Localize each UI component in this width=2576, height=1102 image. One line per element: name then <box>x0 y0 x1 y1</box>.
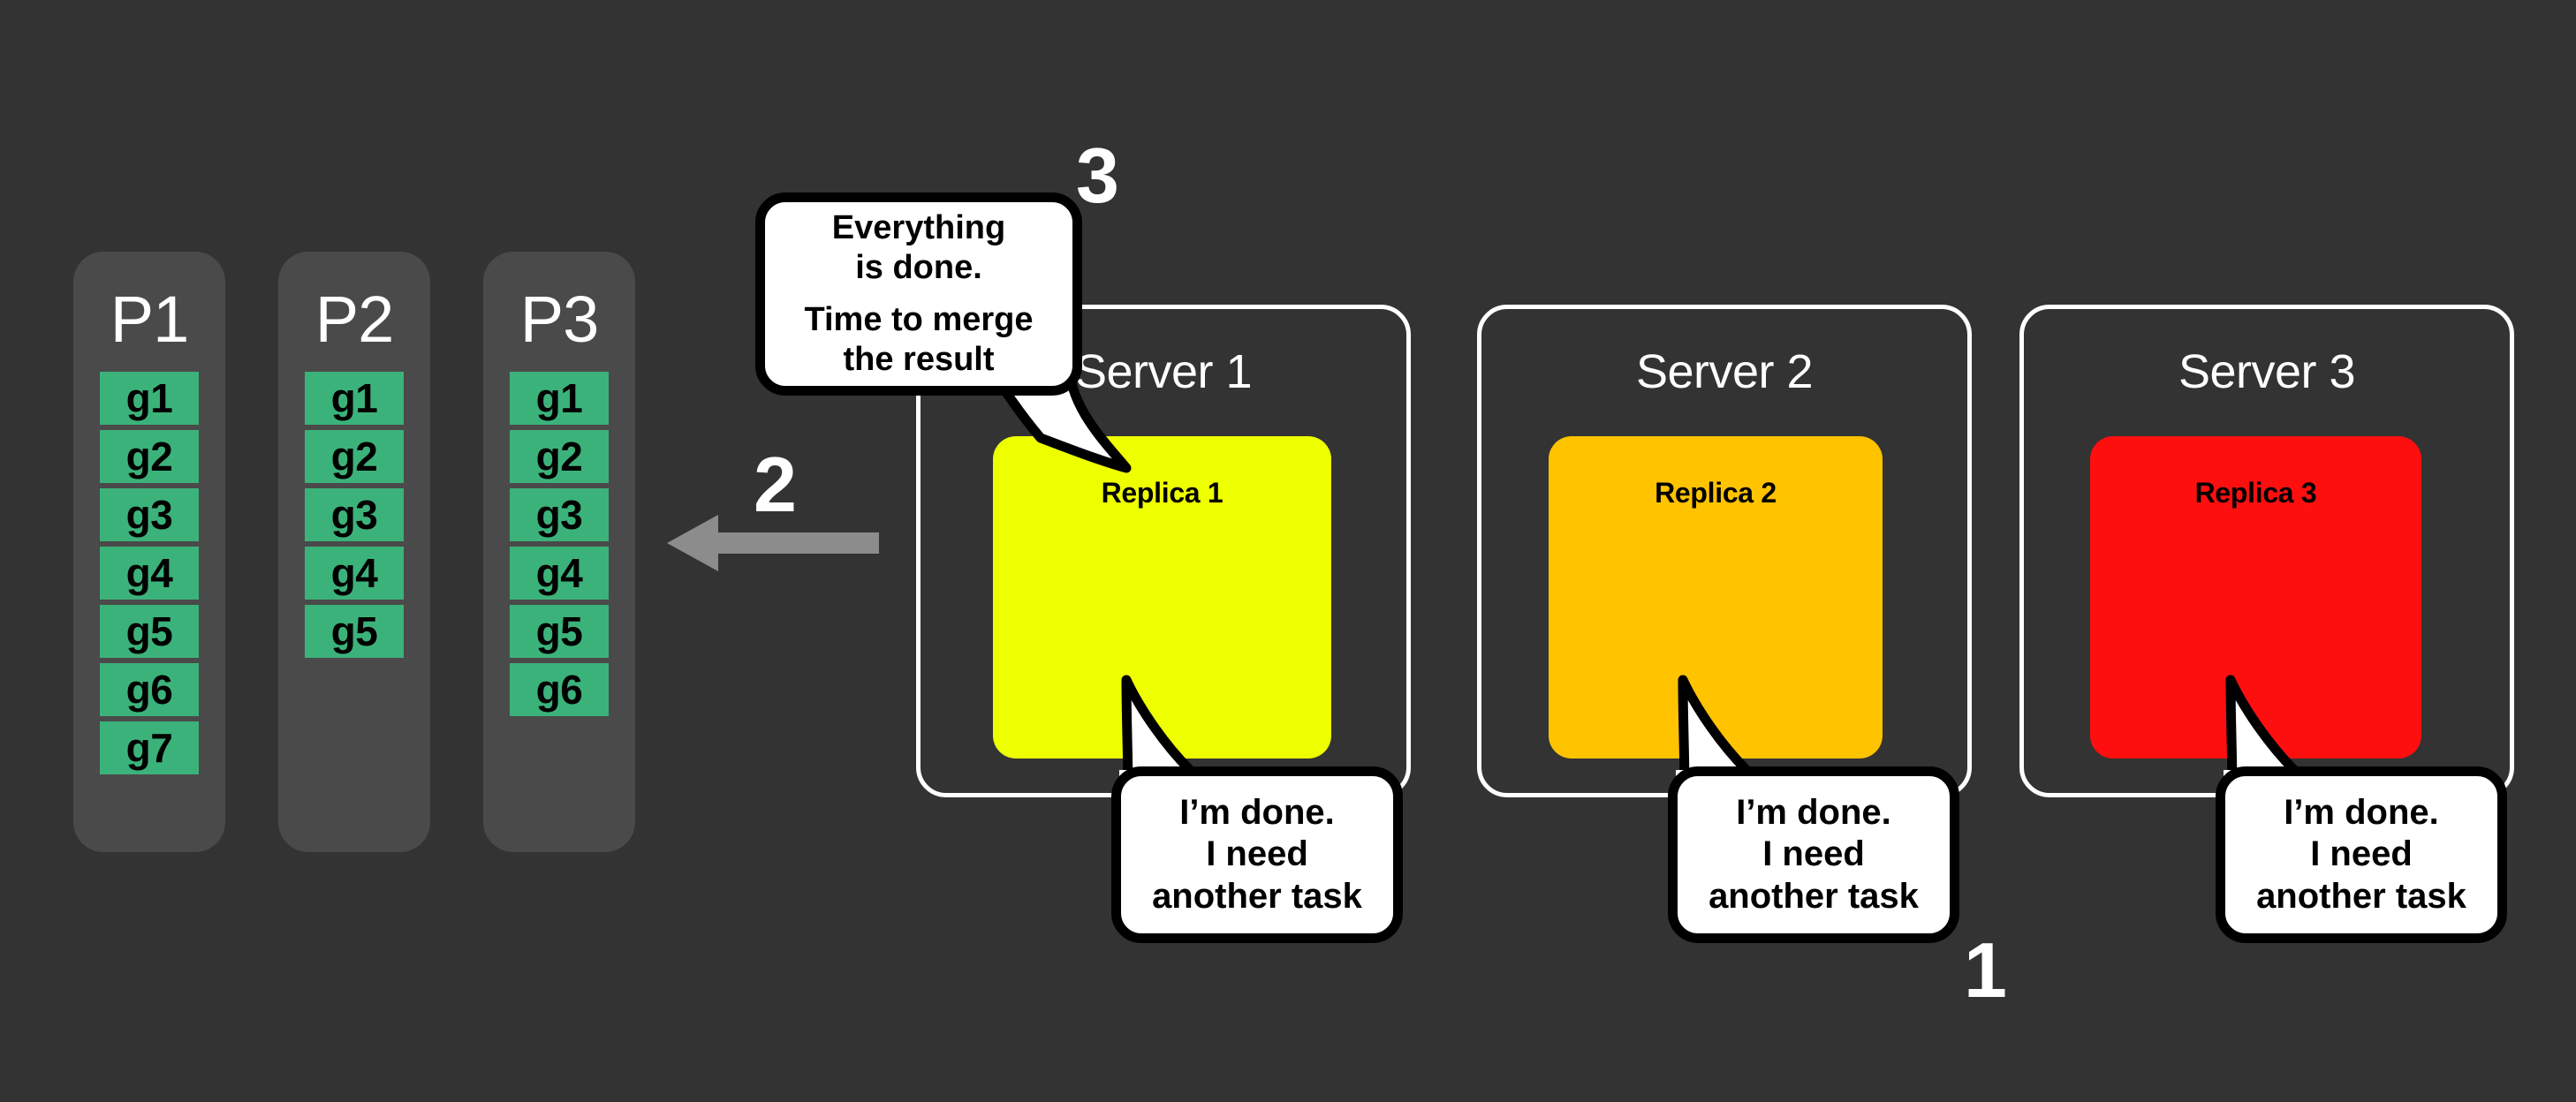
partition-title: P3 <box>519 283 600 356</box>
chunk-block: g3 <box>510 488 609 541</box>
done-bubble-line-3: another task <box>2256 876 2466 916</box>
chunk-block: g4 <box>100 547 199 600</box>
partition-title: P2 <box>314 283 395 356</box>
chunk-block: g5 <box>510 605 609 658</box>
chunk-block: g7 <box>100 721 199 774</box>
chunk-block: g4 <box>305 547 404 600</box>
chunk-block: g6 <box>510 663 609 716</box>
chunk-list: g1 g2 g3 g4 g5 g6 g7 <box>73 372 225 774</box>
chunk-block: g1 <box>510 372 609 425</box>
merge-bubble-line-3: Time to merge <box>804 301 1034 338</box>
done-bubble-line-3: another task <box>1708 876 1919 916</box>
partition-column-p3: P3 g1 g2 g3 g4 g5 g6 <box>483 252 635 852</box>
chunk-block: g2 <box>305 430 404 483</box>
done-bubble-line-2: I need <box>1206 834 1308 874</box>
replica-box-3: Replica 3 <box>2090 436 2421 759</box>
replica-label: Replica 3 <box>2194 477 2317 509</box>
server-title: Server 3 <box>2178 345 2356 398</box>
replica-box-2: Replica 2 <box>1549 436 1883 759</box>
chunk-block: g6 <box>100 663 199 716</box>
replica-label: Replica 1 <box>1101 477 1224 509</box>
step-number-3: 3 <box>1076 132 1119 219</box>
done-bubble-line-3: another task <box>1152 876 1362 916</box>
chunk-block: g5 <box>305 605 404 658</box>
chunk-block: g2 <box>510 430 609 483</box>
merge-bubble-line-4: the result <box>843 340 995 378</box>
done-bubble-line-2: I need <box>2310 834 2413 874</box>
done-bubble-3: I’m done. I need another task <box>2216 766 2507 943</box>
partition-column-p1: P1 g1 g2 g3 g4 g5 g6 g7 <box>73 252 225 852</box>
done-bubble-line-1: I’m done. <box>2284 793 2439 833</box>
chunk-block: g4 <box>510 547 609 600</box>
server-title: Server 2 <box>1635 345 1814 398</box>
chunk-block: g2 <box>100 430 199 483</box>
merge-arrow <box>667 508 879 578</box>
done-bubble-line-1: I’m done. <box>1736 793 1891 833</box>
merge-bubble-line-1: Everything <box>831 209 1006 247</box>
merge-bubble-line-2: is done. <box>855 249 982 287</box>
done-bubble-2: I’m done. I need another task <box>1668 766 1959 943</box>
partition-column-p2: P2 g1 g2 g3 g4 g5 <box>278 252 430 852</box>
replica-label: Replica 2 <box>1655 477 1777 509</box>
chunk-list: g1 g2 g3 g4 g5 g6 <box>483 372 635 716</box>
replica-box-1: Replica 1 <box>993 436 1331 759</box>
merge-bubble: Everything is done. Time to merge the re… <box>755 192 1082 396</box>
partition-title: P1 <box>110 283 190 356</box>
done-bubble-line-1: I’m done. <box>1179 793 1335 833</box>
chunk-block: g5 <box>100 605 199 658</box>
step-number-1: 1 <box>1964 926 2007 1014</box>
arrow-left-icon <box>667 515 879 571</box>
chunk-list: g1 g2 g3 g4 g5 <box>278 372 430 658</box>
step-number-2: 2 <box>754 441 797 528</box>
chunk-block: g3 <box>100 488 199 541</box>
chunk-block: g1 <box>305 372 404 425</box>
done-bubble-line-2: I need <box>1762 834 1865 874</box>
done-bubble-1: I’m done. I need another task <box>1111 766 1403 943</box>
chunk-block: g3 <box>305 488 404 541</box>
chunk-block: g1 <box>100 372 199 425</box>
